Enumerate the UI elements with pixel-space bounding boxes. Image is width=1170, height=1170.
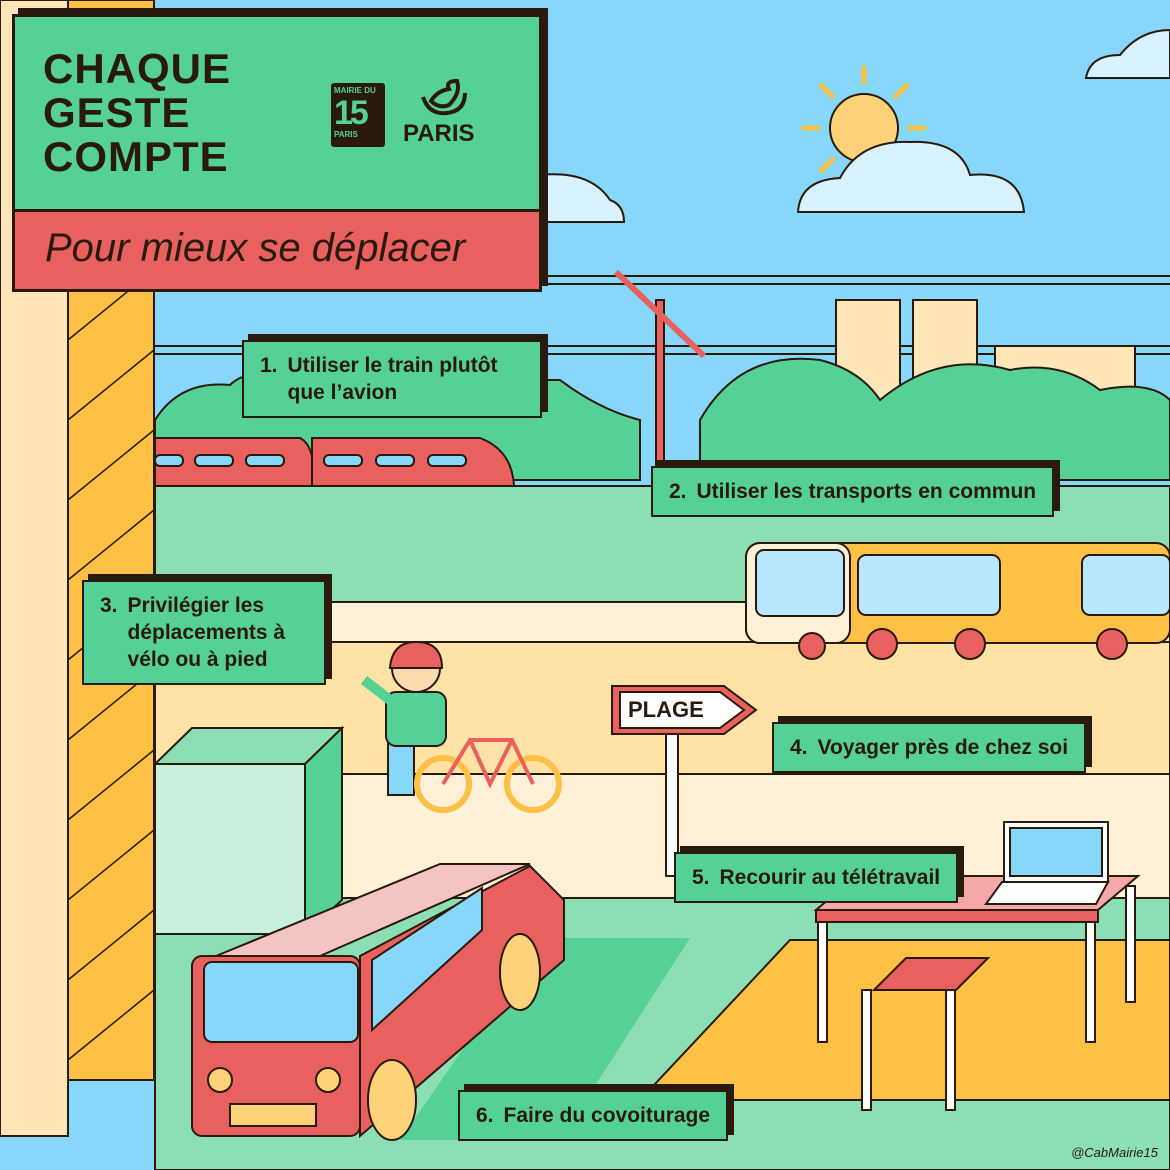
tip-text: Recourir au télétravail: [719, 866, 941, 889]
headline: CHAQUE GESTE COMPTE: [43, 47, 231, 179]
tip-number: 5.: [692, 866, 710, 889]
tip-number: 2.: [669, 480, 687, 503]
car: [191, 863, 565, 1141]
headline-line: GESTE: [43, 89, 191, 136]
tip-number: 4.: [790, 736, 808, 759]
headline-line: CHAQUE: [43, 45, 232, 92]
headline-line: COMPTE: [43, 133, 229, 180]
tip-text: Faire du covoiturage: [503, 1104, 711, 1127]
social-handle: @CabMairie15: [1071, 1145, 1158, 1160]
logo-number: 15: [334, 94, 369, 132]
title-panel: CHAQUE GESTE COMPTE MAIRIE DU 15 PARIS P…: [12, 14, 542, 292]
cloud: [796, 140, 1026, 213]
subtitle: Pour mieux se déplacer: [45, 226, 466, 270]
paris-logo-text: PARIS: [403, 120, 475, 147]
tip-text: Utiliser les transports en commun: [696, 480, 1037, 503]
train: [154, 437, 516, 487]
tip-3: 3. Privilégier les déplacements à vélo o…: [82, 580, 326, 685]
logo-text: MAIRIE DU: [334, 86, 376, 95]
plage-sign-text: PLAGE: [628, 697, 704, 722]
tip-4: 4. Voyager près de chez soi: [772, 722, 1087, 773]
tip-number: 3.: [100, 594, 118, 617]
cloud: [539, 173, 626, 223]
tip-5: 5. Recourir au télétravail: [674, 852, 959, 903]
tip-text: Privilégier les déplacements à vélo ou à…: [127, 594, 286, 671]
cloud: [1084, 28, 1170, 79]
tip-number: 6.: [476, 1104, 494, 1127]
tip-6: 6. Faire du covoiturage: [458, 1090, 729, 1141]
cyclist: [360, 640, 562, 813]
tip-number: 1.: [260, 354, 278, 377]
subtitle-band: Pour mieux se déplacer: [15, 212, 539, 289]
tip-text: Utiliser le train plutôt que l’avion: [287, 354, 498, 404]
tip-text: Voyager près de chez soi: [817, 736, 1069, 759]
tip-2: 2. Utiliser les transports en commun: [651, 466, 1055, 517]
tip-1: 1. Utiliser le train plutôt que l’avion: [242, 340, 542, 418]
mairie-15-logo: MAIRIE DU 15 PARIS: [331, 83, 385, 147]
paris-logo-icon: [421, 79, 467, 116]
tram: [745, 542, 1170, 660]
title-top: CHAQUE GESTE COMPTE MAIRIE DU 15 PARIS P…: [15, 17, 539, 212]
logo-text: PARIS: [334, 130, 358, 139]
